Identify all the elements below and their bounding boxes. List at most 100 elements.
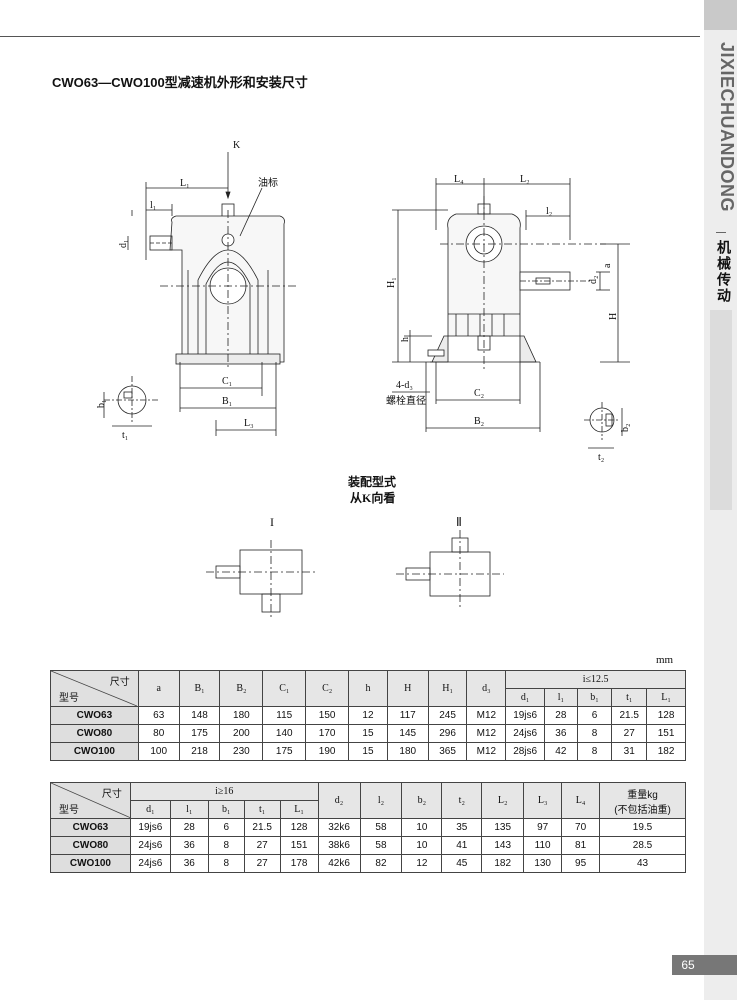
weight-note: (不包括油重) <box>614 804 671 816</box>
table-cell: 95 <box>561 854 601 873</box>
svg-text:L₂: L₂ <box>520 174 530 185</box>
table-cell: 135 <box>481 818 525 837</box>
table-cell: 27 <box>611 724 648 743</box>
table-cell: 27 <box>243 836 281 855</box>
weight-title: 重量kg <box>627 789 658 801</box>
view-direction: 从K向看 <box>350 490 395 505</box>
table-cell: 28js6 <box>505 742 546 761</box>
table-cell: M12 <box>466 724 507 743</box>
table-cell: 82 <box>359 854 403 873</box>
technical-drawing: K 油标 L₁ l₁ d₁ C₁ B₁ L₃ b₁ t₁ L₄ L₂ l₂ H₁… <box>96 140 631 618</box>
table-cell: 70 <box>561 818 601 837</box>
svg-text:d₁: d₁ <box>118 240 129 249</box>
svg-text:C₁: C₁ <box>222 376 232 387</box>
table-cell: 24js6 <box>129 854 171 873</box>
table1-header: H <box>386 670 429 707</box>
table-cell: 180 <box>219 706 264 725</box>
table-cell: 42 <box>544 742 578 761</box>
oil-label: 油标 <box>258 176 278 189</box>
table-cell: 128 <box>279 818 319 837</box>
assembly-type-1-label: I <box>270 515 274 529</box>
table-cell: 128 <box>646 706 686 725</box>
table-cell: 27 <box>243 854 281 873</box>
table-cell: 58 <box>359 818 403 837</box>
table-cell: 97 <box>523 818 563 837</box>
table1-ratio-header: i≤12.5 <box>505 670 686 689</box>
table-row: CWO100 100 218 230 175 190 15 180 365 M1… <box>50 742 686 761</box>
assembly-type-2-label: Ⅱ <box>456 515 462 529</box>
svg-text:b₁: b₁ <box>96 400 107 409</box>
table-cell: M12 <box>466 742 507 761</box>
table-cell: 296 <box>427 724 468 743</box>
table2-subheader: L₁ <box>279 800 319 819</box>
table-cell: 38k6 <box>317 836 361 855</box>
table2-header: d₂ <box>317 782 361 819</box>
table-cell: 245 <box>427 706 468 725</box>
table-cell: 19js6 <box>129 818 171 837</box>
table2-subheader: d₁ <box>129 800 171 819</box>
table1-header: h <box>348 670 388 707</box>
table-cell: 21.5 <box>611 706 648 725</box>
row-model: CWO80 <box>50 724 139 743</box>
row-model: CWO80 <box>50 836 131 855</box>
table1-subheader: b₁ <box>576 688 613 707</box>
top-rule <box>0 36 700 37</box>
table-cell: 36 <box>544 724 578 743</box>
table-cell: 35 <box>441 818 483 837</box>
table-cell: 178 <box>279 854 319 873</box>
table-cell: 19js6 <box>505 706 546 725</box>
table2-subheader: b₁ <box>207 800 245 819</box>
table-cell: 8 <box>207 854 245 873</box>
brand-separator <box>716 232 726 233</box>
table-cell: 12 <box>401 854 443 873</box>
assembly-type-2 <box>396 530 504 610</box>
table-cell: 81 <box>561 836 601 855</box>
table-row: CWO63 63 148 180 115 150 12 117 245 M12 … <box>50 706 686 725</box>
table-cell: 28.5 <box>599 836 686 855</box>
table-row: CWO80 24js6 36 8 27 151 38k6 58 10 41 14… <box>50 836 686 855</box>
table-cell: 36 <box>169 854 209 873</box>
table-cell: 130 <box>523 854 563 873</box>
brand-chinese: 机械传动 <box>716 240 732 304</box>
table-cell: 170 <box>305 724 350 743</box>
table-cell: 8 <box>207 836 245 855</box>
table-cell: 8 <box>576 742 613 761</box>
svg-text:C₂: C₂ <box>474 388 484 399</box>
table-cell: 151 <box>646 724 686 743</box>
row-model: CWO100 <box>50 742 139 761</box>
svg-text:t₂: t₂ <box>598 452 604 463</box>
table-cell: 10 <box>401 836 443 855</box>
table2-subheader: l₁ <box>169 800 209 819</box>
k-label: K <box>233 140 241 151</box>
table-cell: 140 <box>262 724 307 743</box>
table1-header: C₁ <box>262 670 307 707</box>
table-cell: 182 <box>481 854 525 873</box>
bolt-label: 4-d₃ <box>396 380 413 391</box>
table1-subheader: t₁ <box>611 688 648 707</box>
table2-subheader: t₁ <box>243 800 281 819</box>
svg-text:H: H <box>608 313 619 320</box>
table2-header: L₄ <box>561 782 601 819</box>
row-model: CWO63 <box>50 818 131 837</box>
table2-header: b₂ <box>401 782 443 819</box>
table-cell: 41 <box>441 836 483 855</box>
table-cell: 15 <box>348 724 388 743</box>
table2-header: L₂ <box>481 782 525 819</box>
svg-text:L₃: L₃ <box>244 418 254 429</box>
row-model: CWO63 <box>50 706 139 725</box>
table1-header: a <box>137 670 180 707</box>
svg-text:L₄: L₄ <box>454 174 464 185</box>
unit-label: mm <box>656 654 674 666</box>
table-cell: 12 <box>348 706 388 725</box>
table-cell: 19.5 <box>599 818 686 837</box>
table-cell: 110 <box>523 836 563 855</box>
table-cell: 36 <box>169 836 209 855</box>
assembly-title: 装配型式 <box>347 474 396 489</box>
table-row: CWO100 24js6 36 8 27 178 42k6 82 12 45 1… <box>50 854 686 873</box>
table-cell: 21.5 <box>243 818 281 837</box>
table-cell: 180 <box>386 742 429 761</box>
table-cell: 63 <box>137 706 180 725</box>
table1-header: C₂ <box>305 670 350 707</box>
table-cell: 45 <box>441 854 483 873</box>
table-row: CWO80 80 175 200 140 170 15 145 296 M12 … <box>50 724 686 743</box>
